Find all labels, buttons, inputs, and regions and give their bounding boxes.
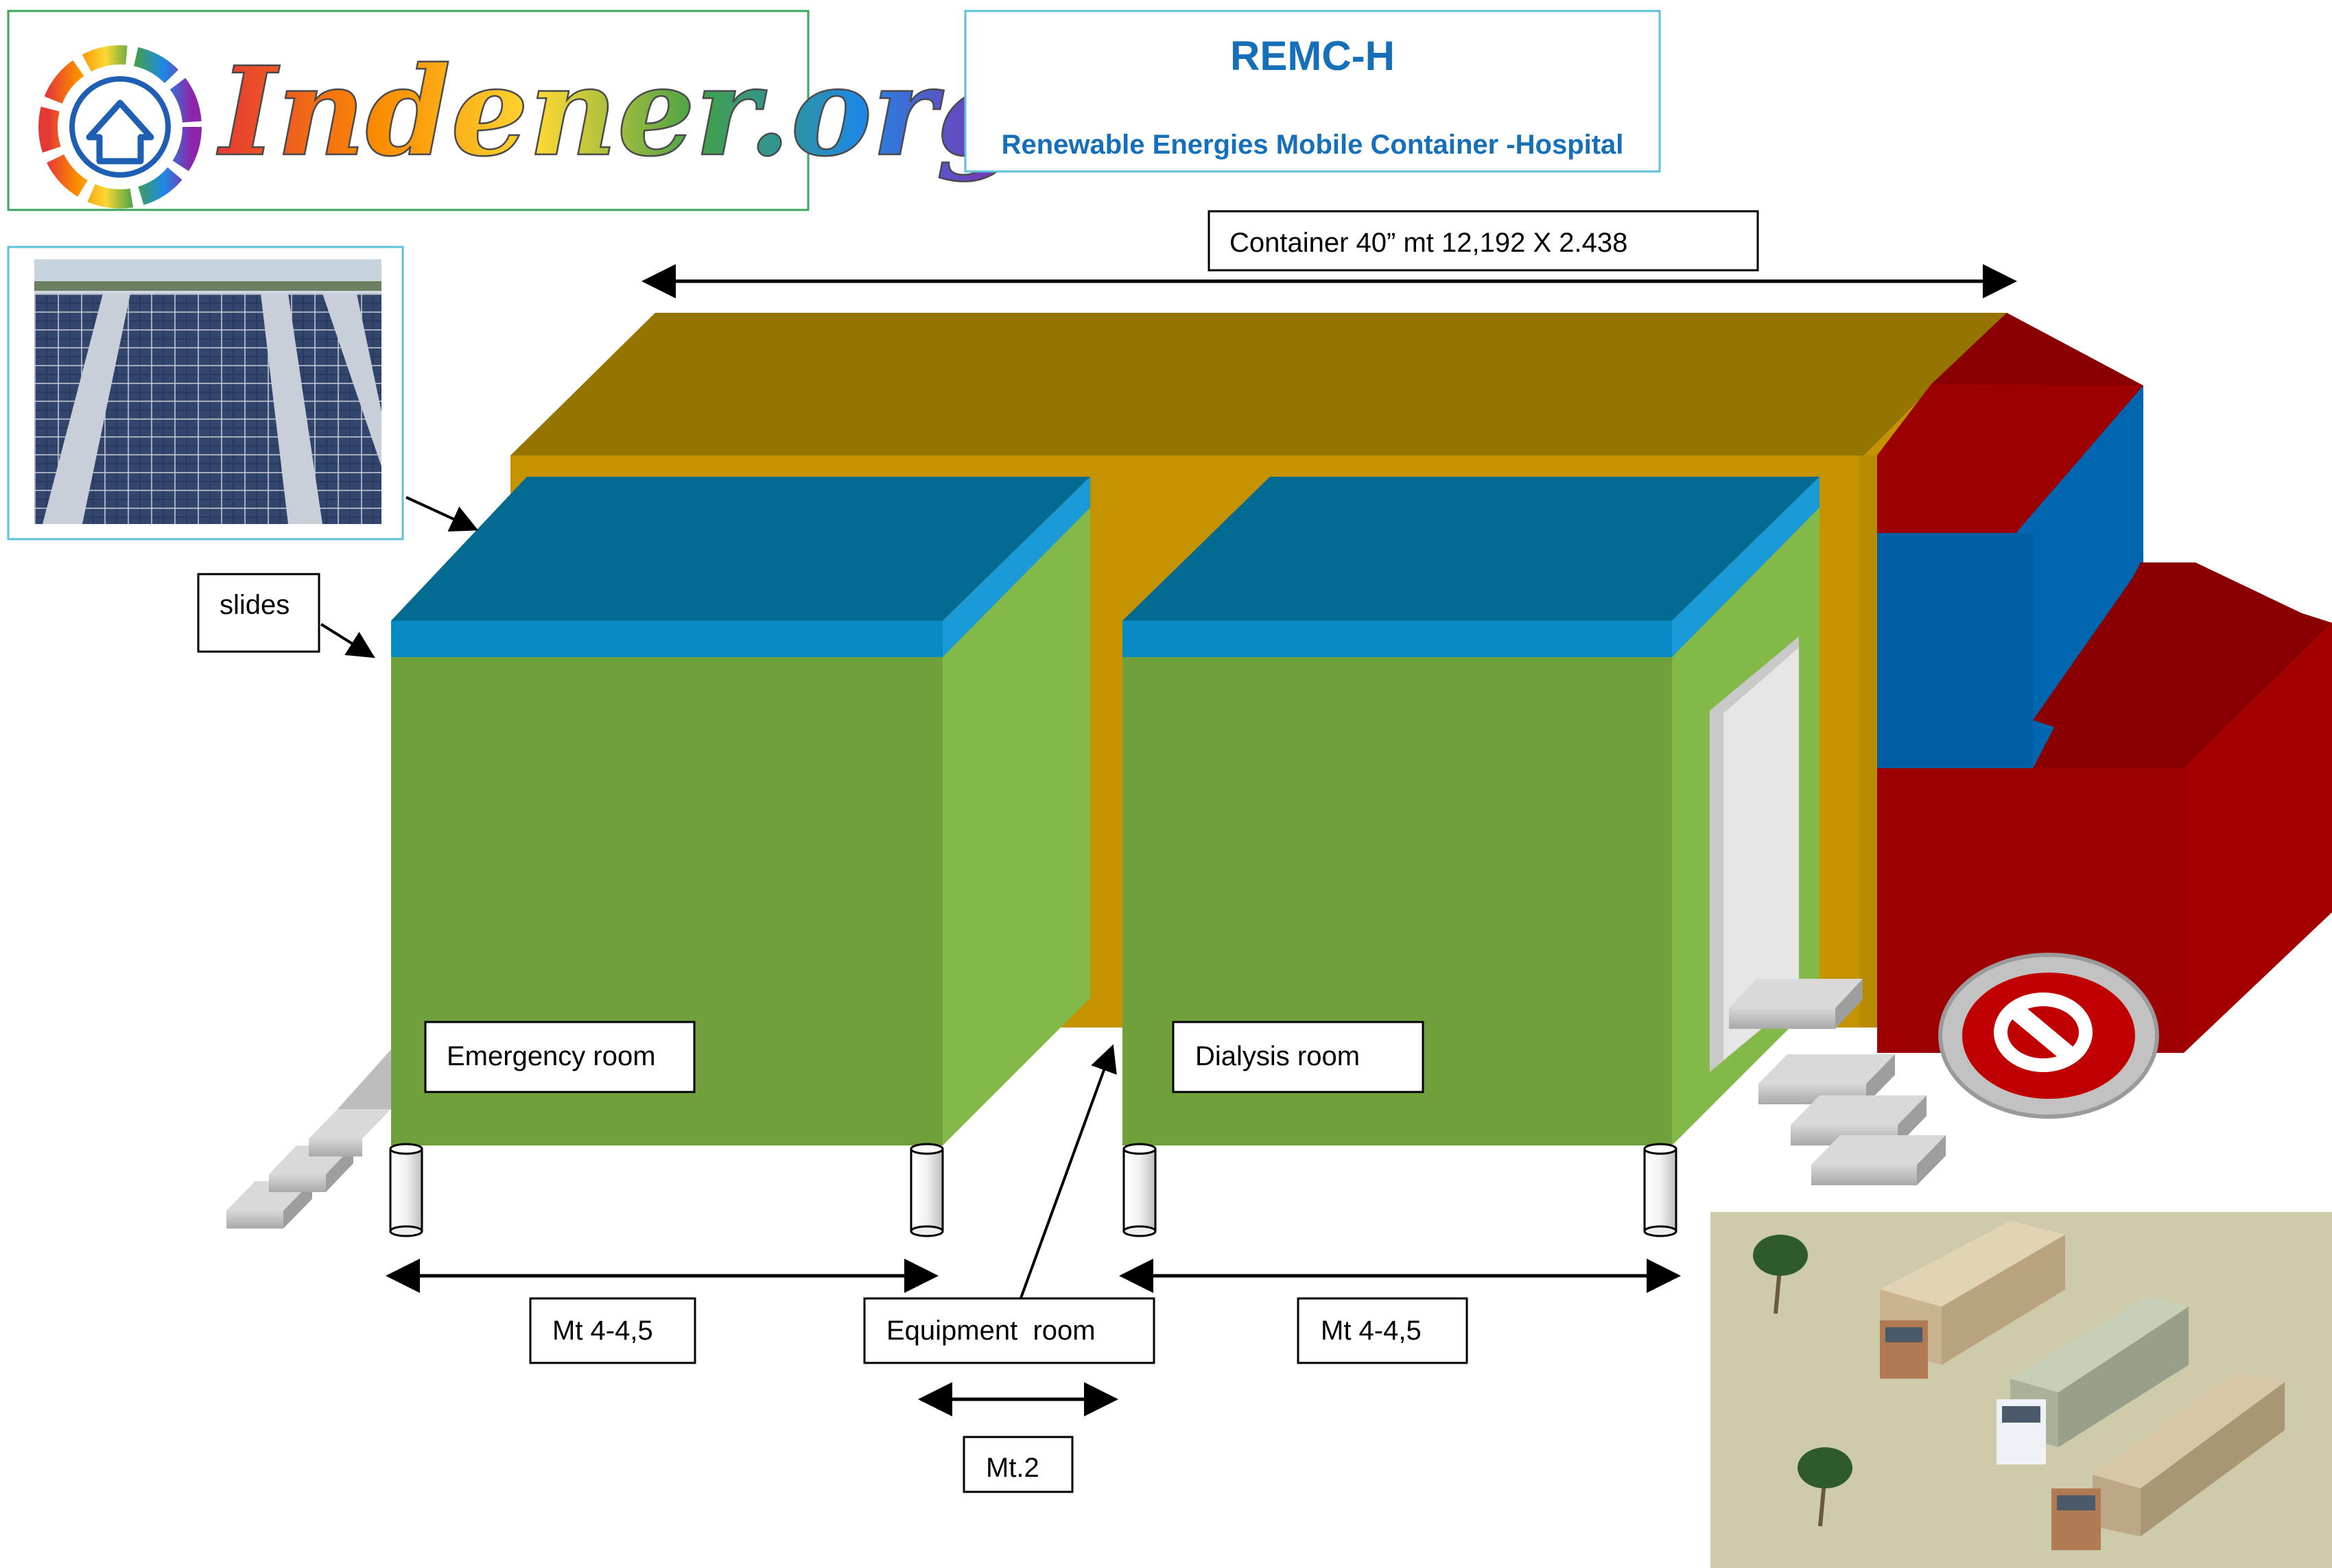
dim-middle-label-text: Mt.2 [986,1453,1039,1483]
no-entry-icon [1938,953,2159,1119]
dialysis-room-label: Dialysis room [1172,1021,1424,1093]
house-sun-emblem-icon [38,45,202,209]
support-leg [389,1143,423,1237]
logo-text: Indener.org [216,40,1022,183]
palm-tree [1798,1447,1852,1527]
container-label: Container 40” mt 12,192 X 2.438 [1208,210,1759,272]
left-steps [226,1049,391,1228]
door [1710,637,1799,1072]
truck-silhouette [1997,1296,2189,1464]
dimension-arrows [320,264,2017,1416]
slides-pointer-arrow [320,623,375,658]
equipment-pointer-arrow [1019,1044,1117,1300]
dim-middle-label: Mt.2 [963,1436,1074,1493]
title-panel: REMC-H Renewable Energies Mobile Contain… [964,10,1661,173]
truck-fleet-photo [1710,1212,2332,1568]
support-leg [1643,1143,1677,1237]
dim-right-label-text: Mt 4-4,5 [1321,1316,1422,1346]
page-title: REMC-H [1230,33,1395,79]
equipment-room-label-text: Equipment room [886,1316,1096,1346]
dim-left-label: Mt 4-4,5 [529,1297,696,1364]
dialysis-room-label-text: Dialysis room [1195,1041,1360,1071]
slides-label: slides [197,573,320,653]
palm-tree [1753,1235,1808,1314]
truck-silhouette [1880,1221,2065,1379]
slides-label-text: slides [220,590,290,620]
solar-pointer-arrow [405,496,479,532]
right-steps [1729,979,1946,1185]
truck-silhouette [2051,1372,2285,1550]
dim-left-label-text: Mt 4-4,5 [552,1316,653,1346]
support-leg [910,1143,944,1237]
container-label-text: Container 40” mt 12,192 X 2.438 [1229,228,1627,258]
support-legs [389,1143,1677,1237]
emergency-room-label-text: Emergency room [447,1041,656,1071]
emergency-room-label: Emergency room [424,1021,696,1093]
equipment-room-label: Equipment room [863,1297,1155,1364]
support-leg [1122,1143,1157,1237]
logo-panel: Indener.org [7,10,1023,211]
truck-cab [1877,313,2332,1119]
dim-right-label: Mt 4-4,5 [1297,1297,1468,1364]
page-subtitle: Renewable Energies Mobile Container -Hos… [1002,130,1624,160]
solar-panel-photo [7,246,404,541]
